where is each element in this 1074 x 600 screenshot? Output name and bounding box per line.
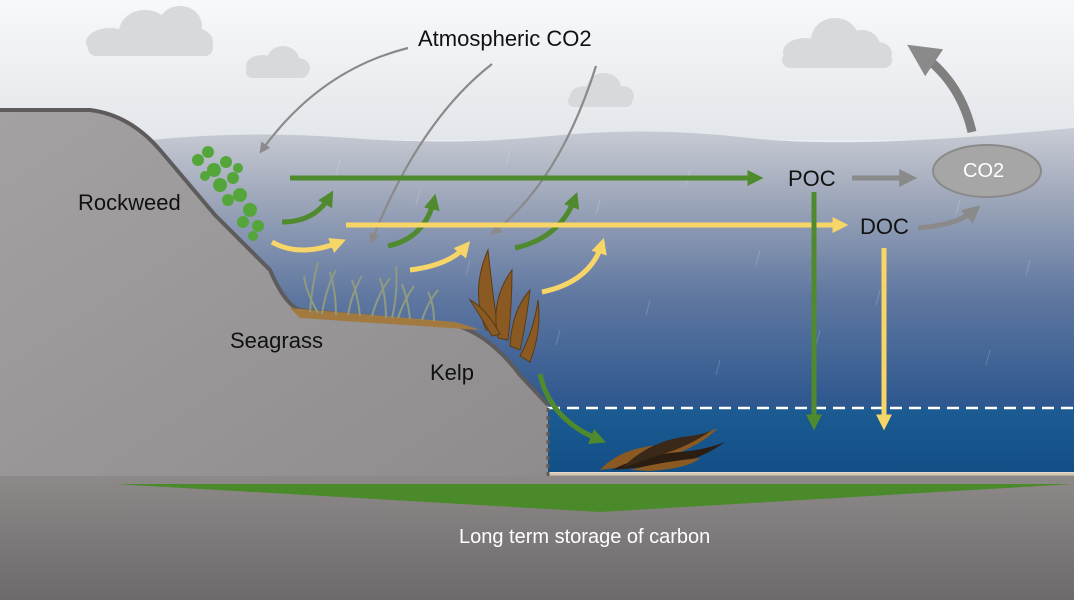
- buried-kelp-icon: [600, 428, 725, 471]
- seagrass-sediment: [290, 308, 480, 330]
- rockweed-label: Rockweed: [78, 190, 181, 215]
- seagrass-plant-icon: [303, 261, 439, 322]
- atmospheric-arrow-kelp: [490, 65, 598, 235]
- co2-label: CO2: [963, 160, 1005, 182]
- kelp-label: Kelp: [430, 360, 475, 385]
- carbon-storage-wedge: [115, 484, 1074, 512]
- atmospheric-co2-label: Atmospheric CO2: [418, 26, 592, 51]
- rockweed-plant-icon: [192, 146, 264, 241]
- cloud-icon: [86, 6, 213, 56]
- poc-label: POC: [788, 166, 836, 191]
- atmospheric-arrow-rockweed: [259, 46, 409, 154]
- atmospheric-arrow-seagrass: [369, 63, 493, 245]
- doc-label: DOC: [860, 214, 909, 239]
- cloud-icon: [246, 46, 310, 78]
- co2-bubble: [932, 144, 1042, 198]
- storage-label: Long term storage of carbon: [459, 526, 711, 548]
- shore-outline: [0, 108, 550, 407]
- water-texture: [335, 149, 1031, 376]
- kelp-export-arrow: [537, 373, 606, 444]
- cloud-icon: [782, 18, 892, 68]
- poc-uptake-arrows: [281, 190, 580, 251]
- outgassing-arrow: [907, 44, 977, 134]
- doc-uptake-arrows: [270, 237, 607, 295]
- atmospheric-co2-arrows: [259, 46, 598, 245]
- doc-to-co2-arrow: [917, 205, 981, 231]
- shore-rock: [0, 110, 548, 476]
- kelp-plant-icon: [468, 248, 540, 363]
- seagrass-label: Seagrass: [230, 328, 323, 353]
